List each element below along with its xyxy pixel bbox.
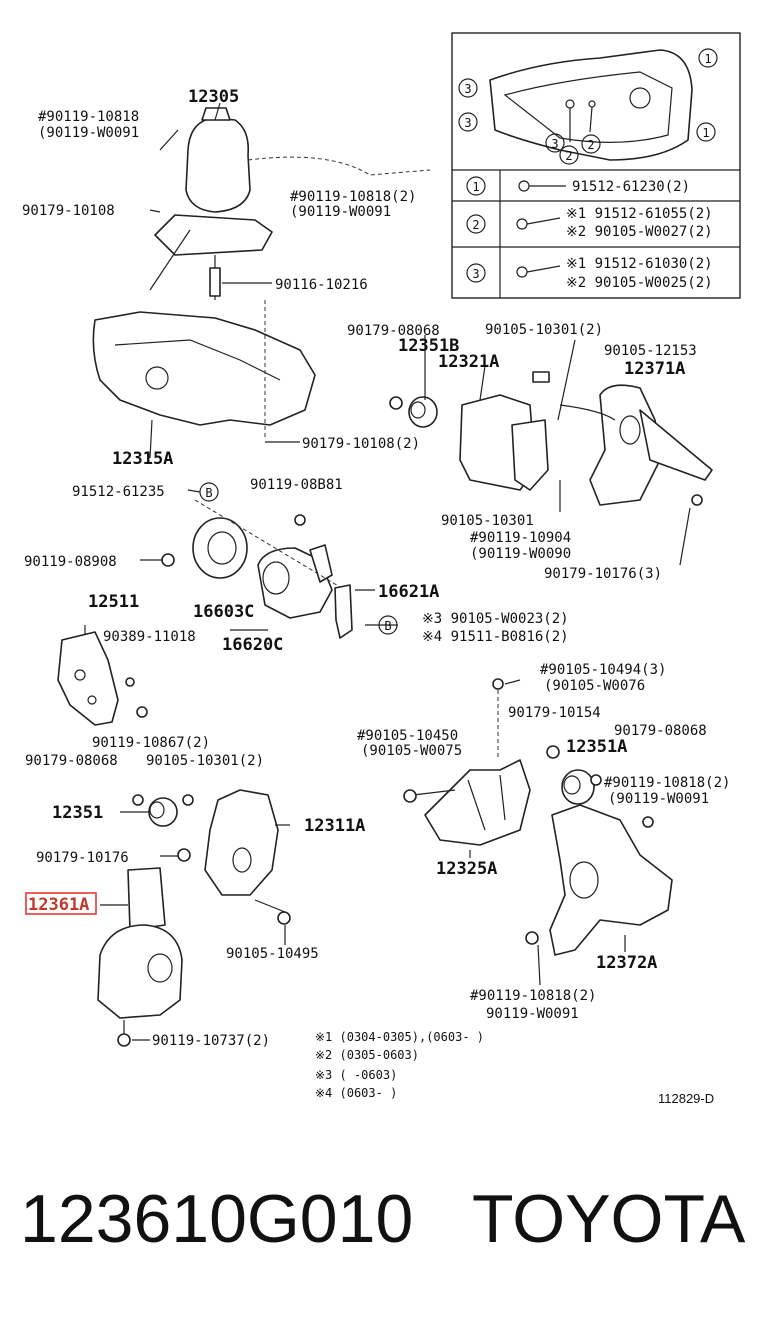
label-90119-10818-b: #90119-10818(2) <box>290 189 416 205</box>
label-90119-10904: #90119-10904 <box>470 530 571 546</box>
inset-callout-1b: 1 <box>696 122 716 142</box>
label-12511: 12511 <box>88 592 139 612</box>
svg-text:12361A: 12361A <box>28 895 89 915</box>
diagram-code: 112829-D <box>658 1091 714 1106</box>
label-90116-10216: 90116-10216 <box>275 277 368 293</box>
inset-callout-1a: 1 <box>698 48 718 68</box>
footer: 123610G010 TOYOTA <box>0 1185 760 1295</box>
label-90389-11018: 90389-11018 <box>103 629 196 645</box>
svg-text:3: 3 <box>464 82 471 96</box>
svg-text:B: B <box>384 619 391 633</box>
inset-callout-3a: 3 <box>458 78 478 98</box>
label-90119-10818-d: #90119-10818(2) <box>470 988 596 1004</box>
footnote-3: ※3 ( -0603) <box>315 1068 397 1082</box>
svg-text:2: 2 <box>587 138 594 152</box>
inset-callout-3b: 3 <box>458 112 478 132</box>
label-12351A: 12351A <box>566 737 627 757</box>
svg-text:1: 1 <box>702 126 709 140</box>
inset-callout-2b: 2 <box>581 134 601 154</box>
part-labels: 12305 #90119-10818 (90119-W0091 90179-10… <box>22 87 730 1049</box>
inset-callout-3c: 3 <box>545 133 565 153</box>
svg-text:91512-61230(2): 91512-61230(2) <box>572 179 690 195</box>
footnote-2: ※2 (0305-0603) <box>315 1048 419 1062</box>
label-16621A: 16621A <box>378 582 439 602</box>
label-90105-10301-a: 90105-10301(2) <box>485 322 603 338</box>
label-90105-10301-c: 90105-10301(2) <box>146 753 264 769</box>
svg-text:2: 2 <box>472 218 479 232</box>
svg-text:※2 90105-W0025(2): ※2 90105-W0025(2) <box>566 275 713 291</box>
svg-text:3: 3 <box>551 137 558 151</box>
label-90179-08068-c: 90179-08068 <box>25 753 118 769</box>
label-90119-10818-a: #90119-10818 <box>38 109 139 125</box>
svg-text:3: 3 <box>464 116 471 130</box>
label-90119-10867: 90119-10867(2) <box>92 735 210 751</box>
label-90105-10494: #90105-10494(3) <box>540 662 666 678</box>
legend-row-3: 3 ※1 91512-61030(2) ※2 90105-W0025(2) <box>466 256 713 291</box>
label-90179-08068-b: 90179-08068 <box>614 723 707 739</box>
label-90179-10108-b: 90179-10108(2) <box>302 436 420 452</box>
footnote-1: ※1 (0304-0305),(0603- ) <box>315 1030 484 1044</box>
label-90179-08068-a: 90179-08068 <box>347 323 440 339</box>
inset-callout-2a: 2 <box>559 145 579 165</box>
callout-b-2: B <box>378 615 398 635</box>
label-90105-W0076: (90105-W0076 <box>544 678 645 694</box>
highlighted-part-label[interactable]: 12361A <box>25 892 97 915</box>
label-90105-10450: #90105-10450 <box>357 728 458 744</box>
label-90119-10737: 90119-10737(2) <box>152 1033 270 1049</box>
label-90105-W0023: ※3 90105-W0023(2) <box>422 611 569 627</box>
footnote-4: ※4 (0603- ) <box>315 1086 397 1100</box>
label-90179-10176-a: 90179-10176(3) <box>544 566 662 582</box>
label-90179-10108-a: 90179-10108 <box>22 203 115 219</box>
label-12315A: 12315A <box>112 449 173 469</box>
label-90105-12153: 90105-12153 <box>604 343 697 359</box>
leader-lines <box>84 102 691 1041</box>
footer-part-number: 123610G010 <box>20 1181 414 1257</box>
svg-text:1: 1 <box>472 180 479 194</box>
label-90179-10176-b: 90179-10176 <box>36 850 129 866</box>
callout-b-1: B <box>199 482 219 502</box>
label-90119-08B81: 90119-08B81 <box>250 477 343 493</box>
footnotes: ※1 (0304-0305),(0603- ) ※2 (0305-0603) ※… <box>315 1030 484 1100</box>
label-16620C: 16620C <box>222 635 283 655</box>
label-90119-W0091-d: 90119-W0091 <box>486 1006 579 1022</box>
label-16603C: 16603C <box>193 602 254 622</box>
label-91511-B0816: ※4 91511-B0816(2) <box>422 629 569 645</box>
label-90119-W0091-a: (90119-W0091 <box>38 125 139 141</box>
label-12311A: 12311A <box>304 816 365 836</box>
label-12305: 12305 <box>188 87 239 107</box>
footer-brand: TOYOTA <box>472 1181 746 1257</box>
legend-row-1: 1 91512-61230(2) <box>466 176 690 196</box>
label-12321A: 12321A <box>438 352 499 372</box>
svg-text:※1 91512-61055(2): ※1 91512-61055(2) <box>566 206 713 222</box>
label-90119-W0090: (90119-W0090 <box>470 546 571 562</box>
label-91512-61235: 91512-61235 <box>72 484 165 500</box>
label-12325A: 12325A <box>436 859 497 879</box>
inset-box: 1 3 3 3 2 2 1 1 91512-61230(2) 2 ※1 9151… <box>451 32 741 299</box>
svg-text:B: B <box>205 486 212 500</box>
label-12351: 12351 <box>52 803 103 823</box>
legend-row-2: 2 ※1 91512-61055(2) ※2 90105-W0027(2) <box>466 206 713 240</box>
label-90105-10301-b: 90105-10301 <box>441 513 534 529</box>
label-90105-10495: 90105-10495 <box>226 946 319 962</box>
label-12371A: 12371A <box>624 359 685 379</box>
svg-text:3: 3 <box>472 267 479 281</box>
label-90119-W0091-c: (90119-W0091 <box>608 791 709 807</box>
label-12372A: 12372A <box>596 953 657 973</box>
label-90179-10154: 90179-10154 <box>508 705 601 721</box>
svg-text:1: 1 <box>704 52 711 66</box>
label-12351B: 12351B <box>398 336 459 356</box>
svg-text:※1 91512-61030(2): ※1 91512-61030(2) <box>566 256 713 272</box>
part-drawings <box>57 107 713 1047</box>
label-90119-08908: 90119-08908 <box>24 554 117 570</box>
label-90119-W0091-b: (90119-W0091 <box>290 204 391 220</box>
svg-text:2: 2 <box>565 149 572 163</box>
label-90119-10818-c: #90119-10818(2) <box>604 775 730 791</box>
svg-text:※2 90105-W0027(2): ※2 90105-W0027(2) <box>566 224 713 240</box>
label-90105-W0075: (90105-W0075 <box>361 743 462 759</box>
